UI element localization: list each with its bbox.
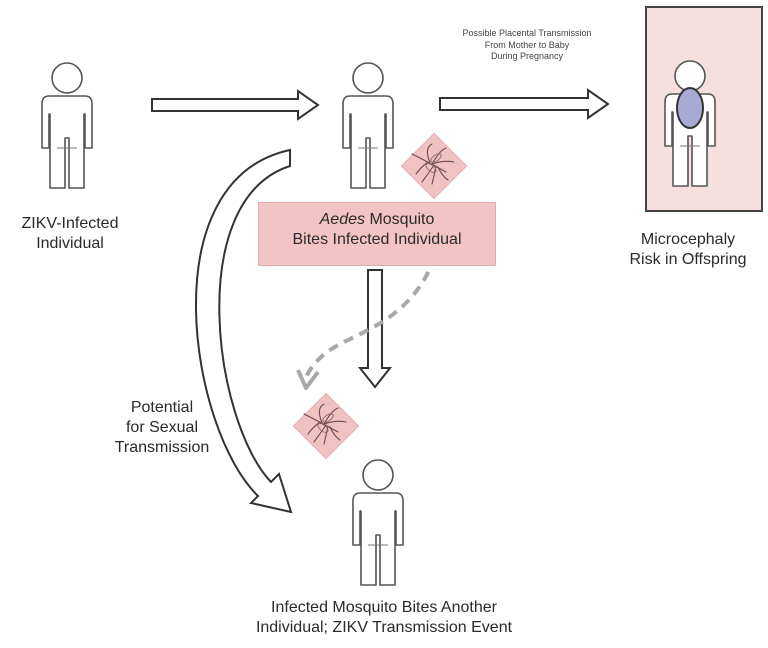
bite-label-italic: Aedes xyxy=(319,211,365,228)
arrow-icon-to-mosquito xyxy=(151,89,320,121)
dashed-flight-arrow xyxy=(304,239,442,379)
dashed-arrow-head xyxy=(296,369,320,390)
bite-label-box: Aedes Mosquito Bites Infected Individual xyxy=(258,202,496,266)
mosquito-icon-lower xyxy=(292,392,360,460)
arrow-icon-sexual-transmission xyxy=(195,148,293,514)
mosquito-icon-upper xyxy=(400,132,468,200)
person-icon-infected xyxy=(41,62,93,189)
person-icon-bitten xyxy=(342,62,394,189)
bite-label-line2: Bites Infected Individual xyxy=(292,231,462,248)
person-icon-another-individual xyxy=(352,459,404,586)
fetus-icon xyxy=(676,87,704,129)
bite-label-rest: Mosquito xyxy=(365,211,435,228)
arrow-icon-down xyxy=(357,269,393,389)
arrow-icon-to-offspring xyxy=(439,88,610,120)
bite-label: Aedes Mosquito Bites Infected Individual xyxy=(259,210,495,250)
